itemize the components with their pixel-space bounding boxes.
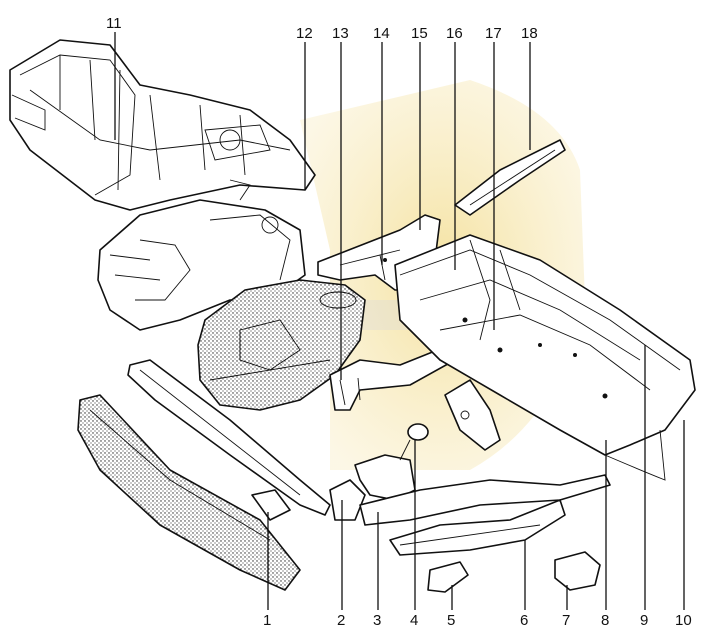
- body-shell-assembly: [9, 39, 316, 211]
- leader-lines: [114, 32, 685, 610]
- callout-10: 10: [675, 612, 692, 629]
- callout-3: 3: [373, 612, 381, 629]
- callout-14: 14: [373, 25, 390, 42]
- callout-11: 11: [106, 15, 122, 32]
- callout-17: 17: [485, 25, 502, 42]
- callout-9: 9: [640, 612, 648, 629]
- callout-18: 18: [521, 25, 538, 42]
- callout-2: 2: [337, 612, 345, 629]
- small-plate: [427, 561, 469, 593]
- callout-numbers: 11 12 13 14 15 16 17 18 1 2 3 4 5 6 7 8 …: [106, 15, 692, 629]
- wedge-bracket: [554, 551, 601, 591]
- callout-7: 7: [562, 612, 570, 629]
- front-crossmember-bracket: [329, 344, 456, 411]
- side-bracket: [444, 379, 501, 451]
- upper-rail: [454, 139, 566, 216]
- lower-side-rail: [359, 474, 611, 556]
- callout-5: 5: [447, 612, 455, 629]
- radiator-crossbar: [127, 359, 331, 521]
- engine-mount: [354, 423, 429, 501]
- front-bumper-beam: [77, 394, 301, 591]
- callout-16: 16: [446, 25, 463, 42]
- firewall-bulkhead: [394, 234, 696, 481]
- callout-4: 4: [410, 612, 418, 629]
- callout-13: 13: [332, 25, 349, 42]
- callout-15: 15: [411, 25, 428, 42]
- suspension-strut-tower: [197, 279, 366, 411]
- callout-1: 1: [263, 612, 271, 629]
- lower-bracket: [329, 479, 366, 521]
- callout-6: 6: [520, 612, 528, 629]
- callout-12: 12: [296, 25, 313, 42]
- callout-8: 8: [601, 612, 609, 629]
